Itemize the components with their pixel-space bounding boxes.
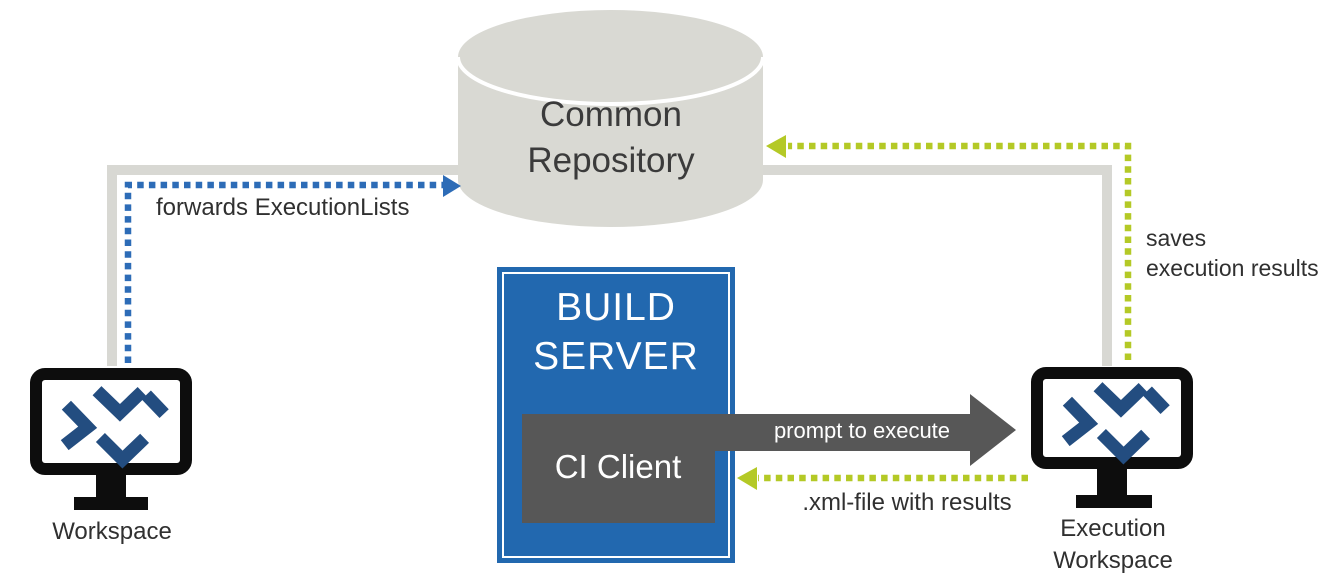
ci-client-label: CI Client [554, 448, 682, 485]
connector-left-workspace-repository [107, 165, 458, 366]
forwards-arrowhead-icon [443, 175, 461, 197]
repository-label: Common Repository [527, 95, 695, 181]
saves-arrowhead-icon [766, 135, 786, 158]
workspace-monitor-icon [30, 368, 192, 510]
forwards-execution-lists-arrow [124, 181, 444, 363]
connector-right-workspace-repository [762, 165, 1112, 366]
build-server-title: BUILD SERVER [533, 286, 699, 378]
workspace-label: Workspace [52, 518, 172, 545]
monitor-stand-base [1076, 495, 1152, 508]
monitor-stand-neck [1097, 468, 1127, 495]
monitor-stand-base [74, 497, 148, 510]
prompt-to-execute-label: prompt to execute [773, 418, 951, 443]
execution-workspace-monitor-icon [1031, 367, 1193, 508]
repository-cylinder-rim [456, 56, 765, 106]
saves-execution-results-arrow [788, 142, 1132, 360]
saves-execution-results-label: saves execution results [1146, 225, 1319, 281]
monitor-stand-neck [96, 475, 126, 499]
execution-workspace-label: Execution Workspace [1053, 515, 1173, 574]
forwards-execution-lists-label: forwards ExecutionLists [156, 194, 410, 221]
ci-client-block-arrow [522, 394, 1016, 523]
repository-cylinder-top [458, 10, 763, 104]
xml-arrowhead-icon [737, 467, 757, 490]
xml-file-results-label: .xml-file with results [802, 489, 1012, 516]
